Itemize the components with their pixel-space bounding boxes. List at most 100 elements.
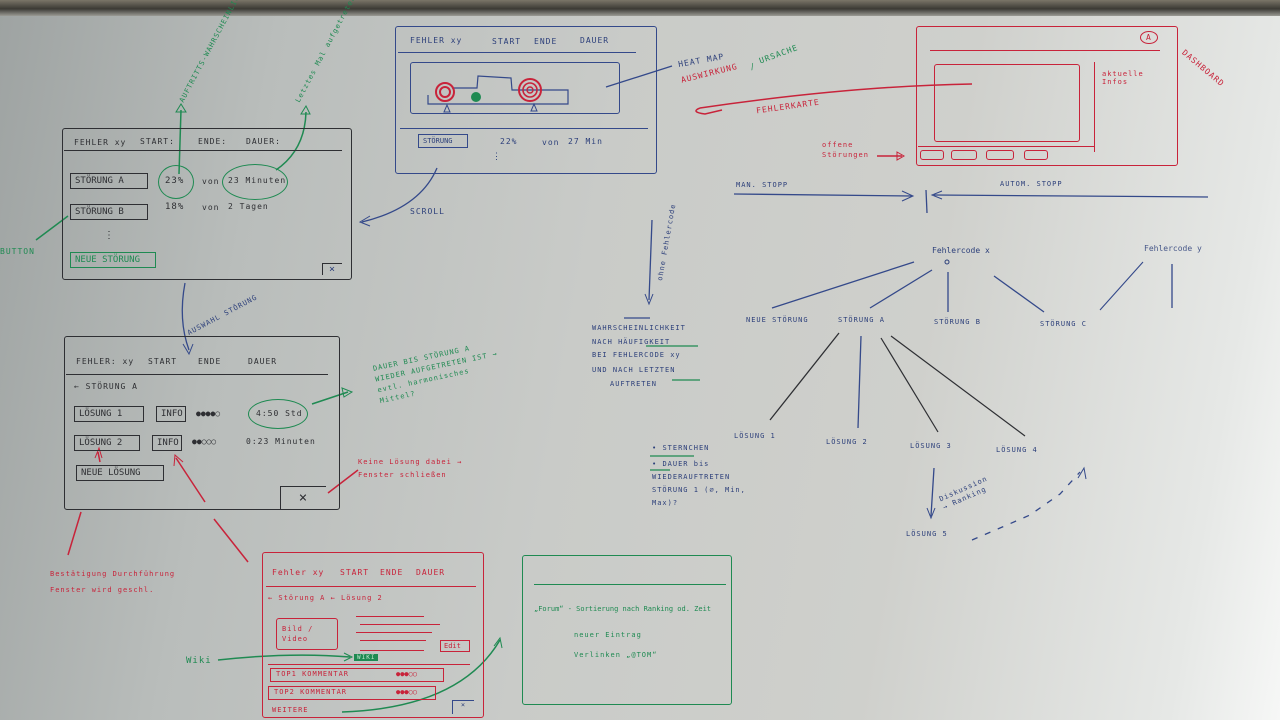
forum-sorting-text: „Forum“ - Sortierung nach Ranking od. Ze…	[534, 605, 712, 613]
bullet-stars: • STERNCHEN	[652, 444, 710, 452]
dashboard-title: DASHBOARD	[1180, 48, 1227, 89]
new-solution-button[interactable]: NEUE LÖSUNG	[76, 465, 164, 481]
logo-icon[interactable]: A	[1140, 31, 1158, 44]
more-ellipsis: ⋮	[104, 230, 115, 241]
solution-2-button[interactable]: LÖSUNG 2	[74, 435, 140, 451]
main-panel[interactable]	[934, 64, 1080, 142]
header-error: FEHLER xy	[74, 138, 127, 147]
probability-line-3: BEI FEHLERCODE xy	[592, 351, 681, 359]
annotation-button: BUTTON	[0, 247, 35, 256]
tree-solution-1: LÖSUNG 1	[734, 432, 776, 440]
close-icon[interactable]: ×	[280, 486, 326, 510]
header-duration: DAUER	[248, 357, 278, 366]
probability-line-1: WAHRSCHEINLICHKEIT	[592, 324, 686, 332]
header-divider	[64, 150, 342, 151]
sketch-heatmap-window	[395, 26, 657, 174]
whiteboard-frame	[0, 0, 1280, 16]
more-ellipsis: ⋮	[492, 152, 502, 162]
tree-solution-3: LÖSUNG 3	[910, 442, 952, 450]
tree-fault-a: STÖRUNG A	[838, 316, 885, 324]
edit-button[interactable]: Edit	[440, 640, 470, 652]
divider	[268, 664, 470, 665]
header-divider	[66, 374, 328, 375]
tree-solution-2: LÖSUNG 2	[826, 438, 868, 446]
duration-highlight	[248, 399, 308, 429]
fault-a-of: von	[202, 177, 220, 186]
back-link[interactable]: ← STÖRUNG A	[74, 382, 138, 391]
fault-a-duration: 23 Minuten	[228, 176, 287, 185]
open-fault-tab-4[interactable]	[1024, 150, 1048, 160]
annotation-scroll: SCROLL	[410, 207, 445, 216]
last-time-highlight	[222, 164, 288, 200]
annotation-cause: URSACHE	[758, 43, 800, 66]
more-comments-link[interactable]: WEITERE	[272, 706, 309, 714]
tree-root-x: Fehlercode x	[932, 246, 990, 255]
open-faults-label: offene Störungen	[822, 141, 869, 159]
header-duration: DAUER	[416, 568, 446, 577]
tree-fault-c: STÖRUNG C	[1040, 320, 1087, 328]
solution-1-rating: ●●●●○	[196, 409, 221, 418]
forum-mention[interactable]: Verlinken „@TOM“	[574, 651, 658, 659]
top-comment-2[interactable]	[268, 686, 436, 700]
wiki-note: Wiki	[186, 656, 212, 666]
side-divider	[1094, 62, 1095, 152]
fault-button[interactable]: STÖRUNG	[418, 134, 468, 148]
solution-1-button[interactable]: LÖSUNG 1	[74, 406, 144, 422]
probability-line-5: AUFTRETEN	[610, 380, 657, 388]
solution-2-time: 0:23 Minuten	[246, 437, 316, 446]
solution-1-info-button[interactable]: INFO	[156, 406, 186, 422]
annotation-duration-note: DAUER BIS STÖRUNG A WIEDER AUFGETRETEN I…	[372, 344, 499, 406]
close-icon[interactable]: ×	[322, 263, 343, 275]
top-comment-1-rating: ●●●○○	[396, 670, 418, 678]
header-divider	[930, 50, 1160, 51]
breadcrumb[interactable]: ← Störung A ← Lösung 2	[268, 594, 383, 602]
text-line	[360, 624, 440, 625]
fault-b-percent: 18%	[165, 202, 185, 212]
fault-a-button[interactable]: STÖRUNG A	[70, 173, 148, 189]
tree-discussion: Diskussion → Ranking	[938, 474, 989, 512]
top-comment-1-label: TOP1 KOMMENTAR	[276, 670, 350, 678]
sketch-detail-window	[64, 336, 340, 510]
media-placeholder[interactable]	[276, 618, 338, 650]
bullet-duration: • DAUER bis WIEDERAUFTRETEN STÖRUNG 1 (⌀…	[652, 460, 746, 507]
top-comment-1[interactable]	[270, 668, 444, 682]
solution-2-info-button[interactable]: INFO	[152, 435, 182, 451]
probability-highlight	[158, 165, 194, 199]
header-error: FEHLER xy	[410, 36, 463, 45]
text-line	[356, 616, 424, 617]
open-fault-tab-2[interactable]	[951, 150, 977, 160]
solution-1-time: 4:50 Std	[256, 409, 303, 418]
new-fault-button[interactable]: NEUE STÖRUNG	[70, 252, 156, 268]
wiki-badge[interactable]: WIKI	[354, 654, 379, 661]
header-error: FEHLER: xy	[76, 357, 135, 366]
header-end: ENDE	[380, 568, 404, 577]
close-icon[interactable]: ×	[452, 700, 474, 714]
open-fault-tab-3[interactable]	[986, 150, 1014, 160]
header-end: ENDE	[534, 37, 558, 46]
solution-2-rating: ●●○○○	[192, 437, 217, 446]
label-manual-stop: MAN. STOPP	[736, 181, 789, 189]
divider	[400, 128, 648, 129]
heatmap-panel[interactable]	[410, 62, 620, 114]
tree-solution-4: LÖSUNG 4	[996, 446, 1038, 454]
text-line	[360, 650, 424, 651]
annotation-separator: /	[748, 61, 758, 72]
header-start: START	[340, 568, 370, 577]
media-label: Bild / Video	[282, 625, 314, 643]
header-divider	[534, 584, 726, 585]
sketch-solution-window	[262, 552, 484, 718]
header-divider	[398, 52, 636, 53]
header-end: ENDE:	[198, 137, 228, 146]
sketch-dashboard-window	[916, 26, 1178, 166]
header-end: ENDE	[198, 357, 222, 366]
forum-new-entry[interactable]: neuer Eintrag	[574, 631, 642, 639]
tree-fault-b: STÖRUNG B	[934, 318, 981, 326]
fault-b-button[interactable]: STÖRUNG B	[70, 204, 148, 220]
sketch-fault-list-window	[62, 128, 352, 280]
open-fault-tab-1[interactable]	[920, 150, 944, 160]
sketch-forum-window	[522, 555, 732, 705]
annotation-no-solution: Keine Lösung dabei → Fenster schließen	[358, 458, 463, 479]
annotation-selection: AUSWAHL STÖRUNG	[186, 293, 259, 338]
annotation-error-map: FEHLERKARTE	[755, 97, 821, 116]
current-info-label: aktuelle Infos	[1102, 70, 1144, 86]
